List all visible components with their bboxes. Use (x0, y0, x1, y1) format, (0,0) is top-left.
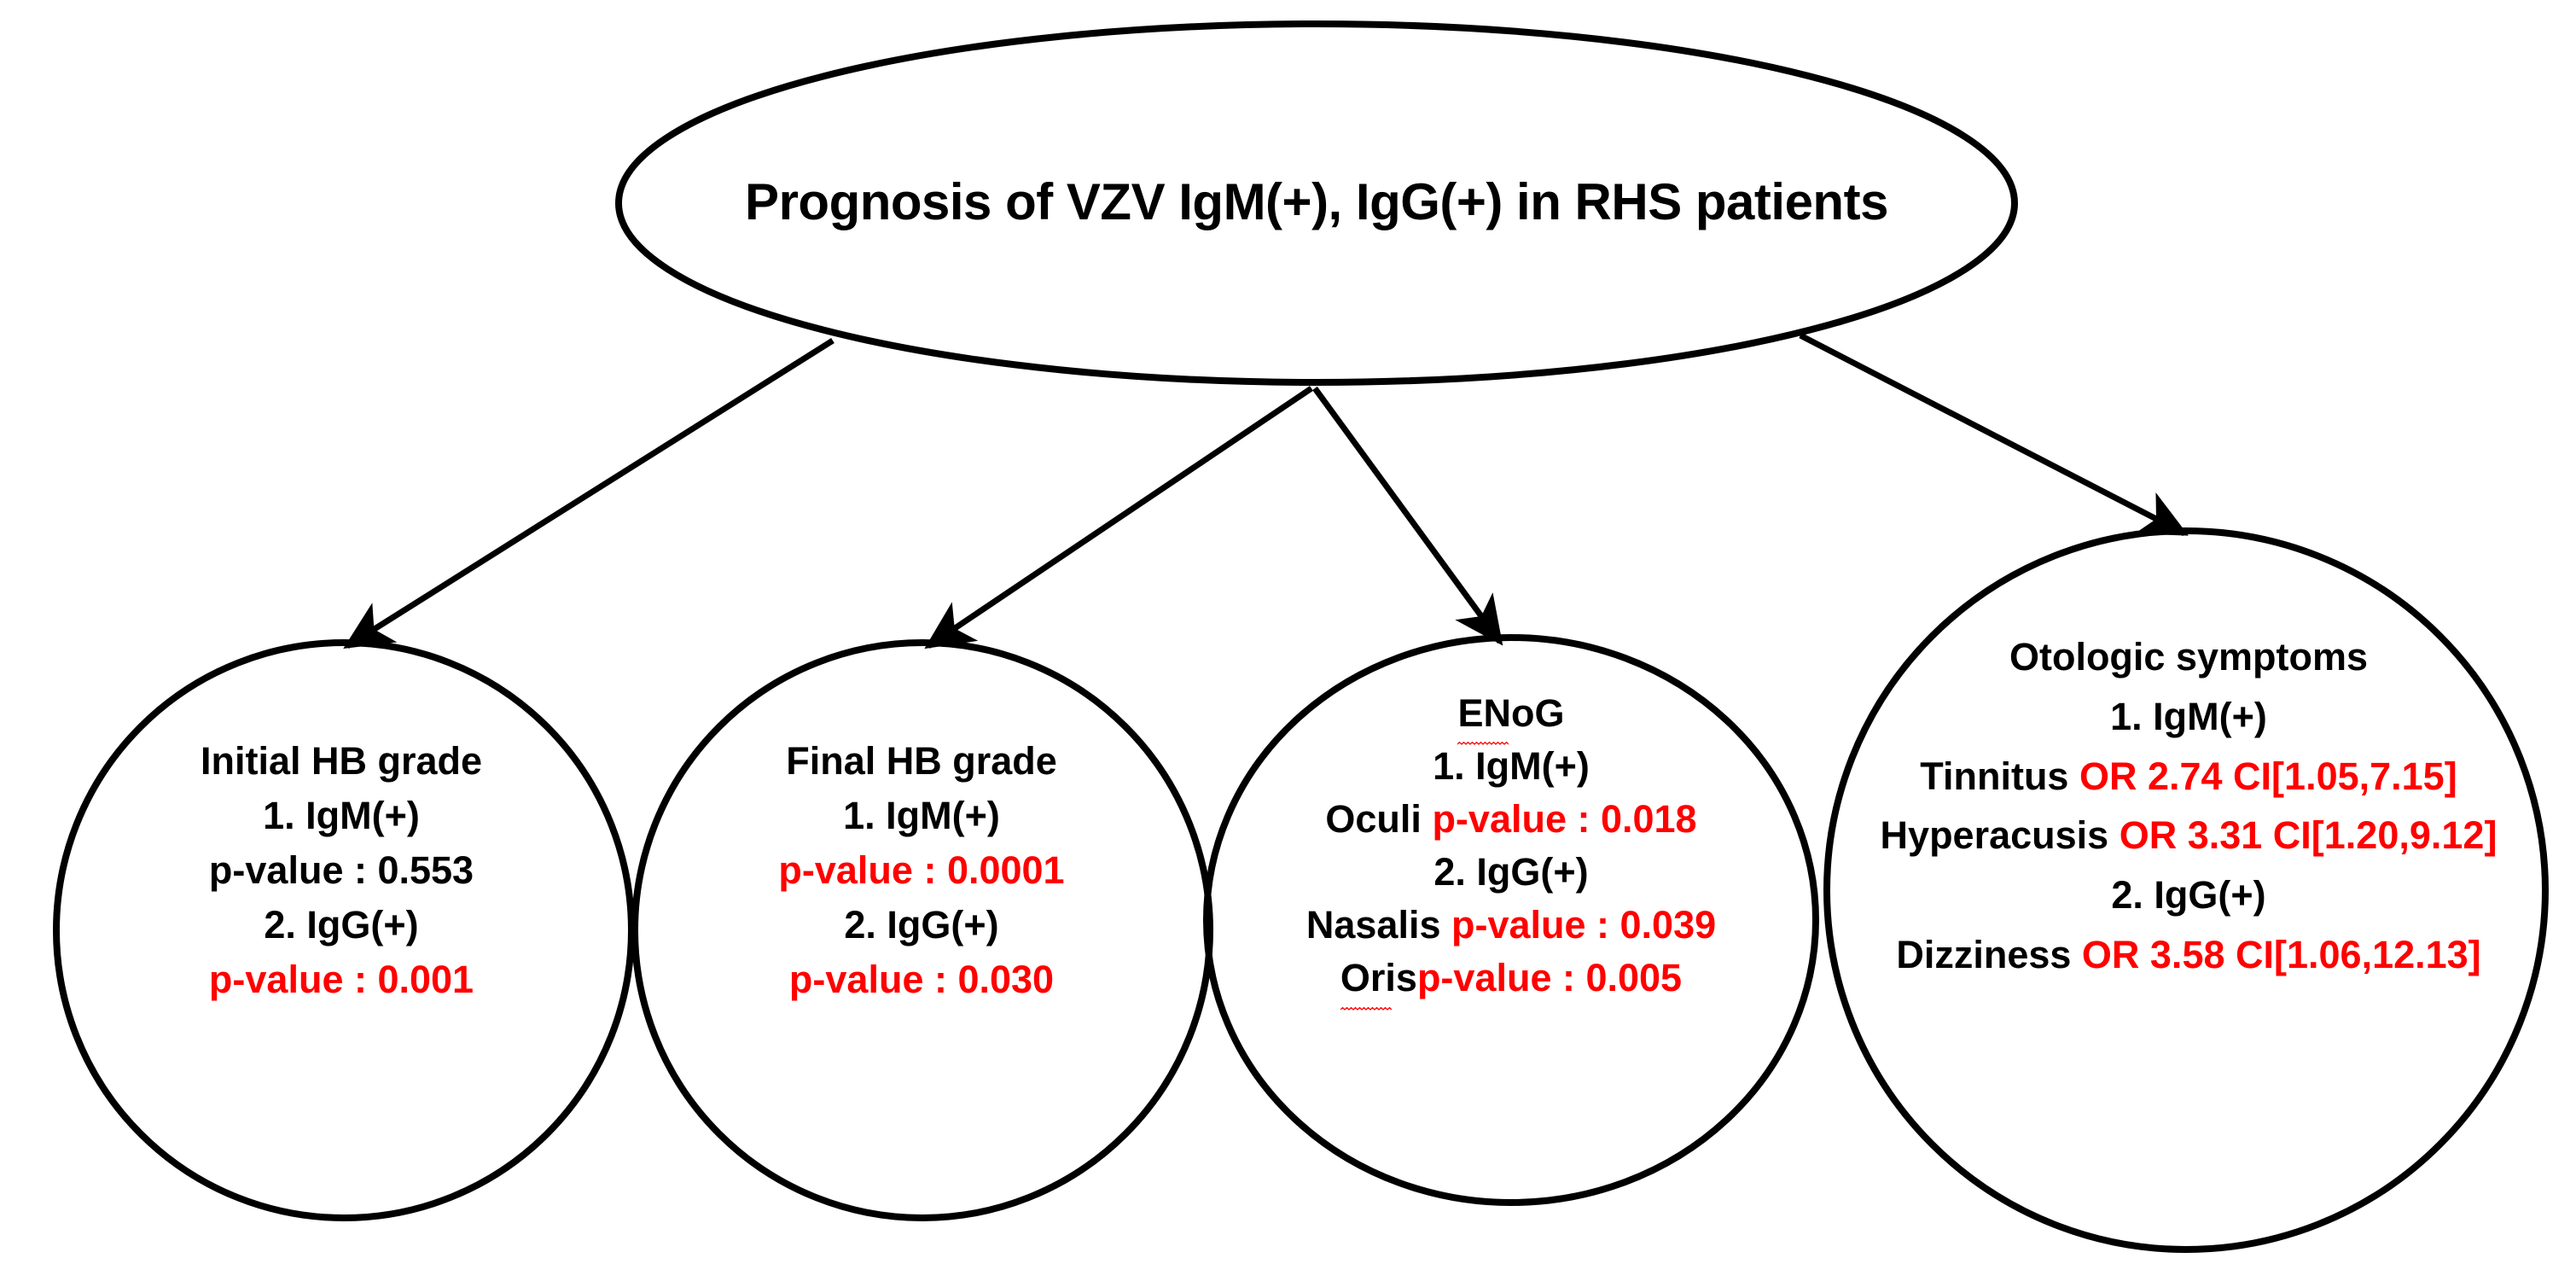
leaf-line: Hyperacusis OR 3.31 CI[1.20,9.12] (1809, 806, 2568, 865)
leaf-line: 1. IgM(+) (263, 793, 420, 837)
root-node-label: Prognosis of VZV IgM(+), IgG(+) in RHS p… (745, 173, 1888, 230)
spellcheck-word: ENoG (1457, 687, 1565, 745)
leaf-line: 2. IgG(+) (1433, 850, 1589, 894)
leaf-line: Oris p-value : 0.005 (1205, 952, 1817, 1011)
leaf-line: 1. IgM(+) (2110, 694, 2267, 738)
leaf-line: Final HB grade (786, 739, 1057, 783)
leaf-node-initial-hb-grade-text: Initial HB grade 1. IgM(+) p-value : 0.5… (51, 734, 631, 1006)
leaf-line-label: Oculi (1325, 797, 1433, 842)
leaf-line: p-value : 0.553 (208, 848, 474, 892)
leaf-node-otologic-symptoms-circle[interactable] (1823, 527, 2549, 1253)
edges-group (343, 332, 2189, 649)
leaf-node-final-hb-grade-text: Final HB grade 1. IgM(+) p-value : 0.000… (631, 734, 1212, 1006)
leaf-line-highlight: p-value : 0.005 (1416, 956, 1683, 1000)
edge-root-to-final-hb-grade (924, 386, 1313, 649)
leaf-line-highlight: p-value : 0.0001 (778, 848, 1065, 892)
leaf-line-label: Oris (1340, 956, 1417, 1000)
root-node-ellipse[interactable] (615, 20, 2018, 386)
leaf-line-highlight: OR 3.31 CI[1.20,9.12] (2119, 813, 2497, 858)
leaf-line: Nasalis p-value : 0.039 (1205, 899, 1817, 952)
leaf-line: 1. IgM(+) (1433, 744, 1590, 789)
leaf-line: Oculi p-value : 0.018 (1205, 793, 1817, 846)
edge-root-to-otologic-symptoms (1799, 332, 2189, 537)
leaf-line-label: Hyperacusis (1880, 813, 2120, 858)
leaf-line-label: Tinnitus (1920, 754, 2079, 798)
leaf-line-highlight: OR 3.58 CI[1.06,12.13] (2081, 932, 2481, 976)
leaf-line-highlight: p-value : 0.039 (1451, 903, 1717, 947)
edge-root-to-initial-hb-grade (343, 338, 834, 649)
leaf-line: 1. IgM(+) (843, 793, 1000, 837)
leaf-line: 2. IgG(+) (844, 902, 999, 947)
leaf-line: ENoG (1205, 687, 1817, 745)
edge-root-to-enog (1312, 386, 1503, 646)
leaf-line-highlight: p-value : 0.001 (208, 957, 474, 1001)
leaf-line-highlight: p-value : 0.018 (1432, 797, 1697, 842)
leaf-line: Tinnitus OR 2.74 CI[1.05,7.15] (1809, 747, 2568, 807)
leaf-line: Initial HB grade (200, 739, 483, 783)
leaf-line-highlight: OR 2.74 CI[1.05,7.15] (2079, 754, 2457, 798)
leaf-line: Otologic symptoms (2009, 635, 2369, 679)
leaf-line: Dizziness OR 3.58 CI[1.06,12.13] (1809, 925, 2568, 985)
leaf-node-otologic-symptoms-text: Otologic symptoms 1. IgM(+) Tinnitus OR … (1809, 627, 2568, 985)
leaf-line-label: Nasalis (1305, 903, 1451, 947)
leaf-line-label: Dizziness (1896, 932, 2082, 976)
spellcheck-word: Oris (1340, 952, 1417, 1011)
leaf-line: 2. IgG(+) (264, 902, 419, 947)
leaf-line-highlight: p-value : 0.030 (788, 957, 1055, 1001)
leaf-node-enog-circle[interactable] (1203, 634, 1819, 1206)
leaf-node-enog-text: ENoG 1. IgM(+) Oculi p-value : 0.018 2. … (1205, 687, 1817, 1011)
leaf-line: 2. IgG(+) (2111, 873, 2266, 917)
